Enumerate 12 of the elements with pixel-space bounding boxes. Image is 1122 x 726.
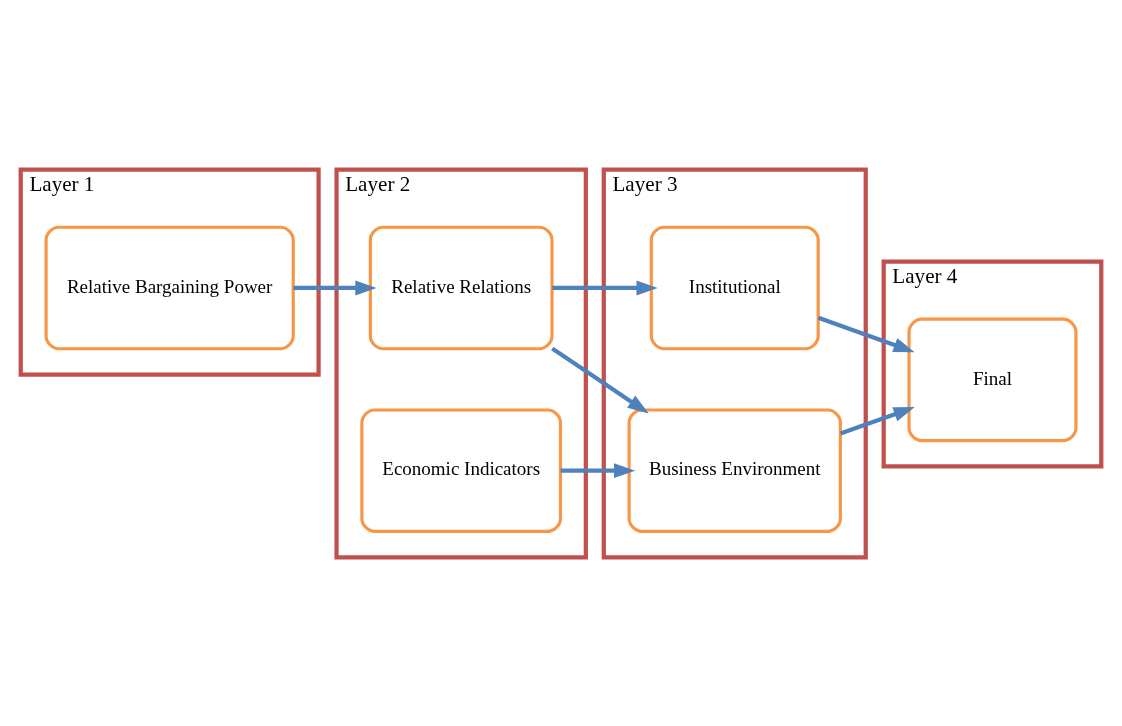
- node-box: Institutional: [649, 225, 820, 350]
- arrow: [551, 346, 649, 414]
- node-box: Business Environment: [627, 407, 842, 533]
- arrow: [552, 280, 658, 295]
- arrow: [560, 462, 636, 478]
- arrow: [817, 315, 915, 352]
- node-box: Economic Indicators: [360, 407, 563, 533]
- node-box: Relative Bargaining Power: [44, 225, 295, 350]
- arrow: [293, 280, 377, 295]
- node-box: Relative Relations: [368, 225, 554, 350]
- node-box: Final: [907, 317, 1078, 442]
- arrow: [839, 406, 915, 435]
